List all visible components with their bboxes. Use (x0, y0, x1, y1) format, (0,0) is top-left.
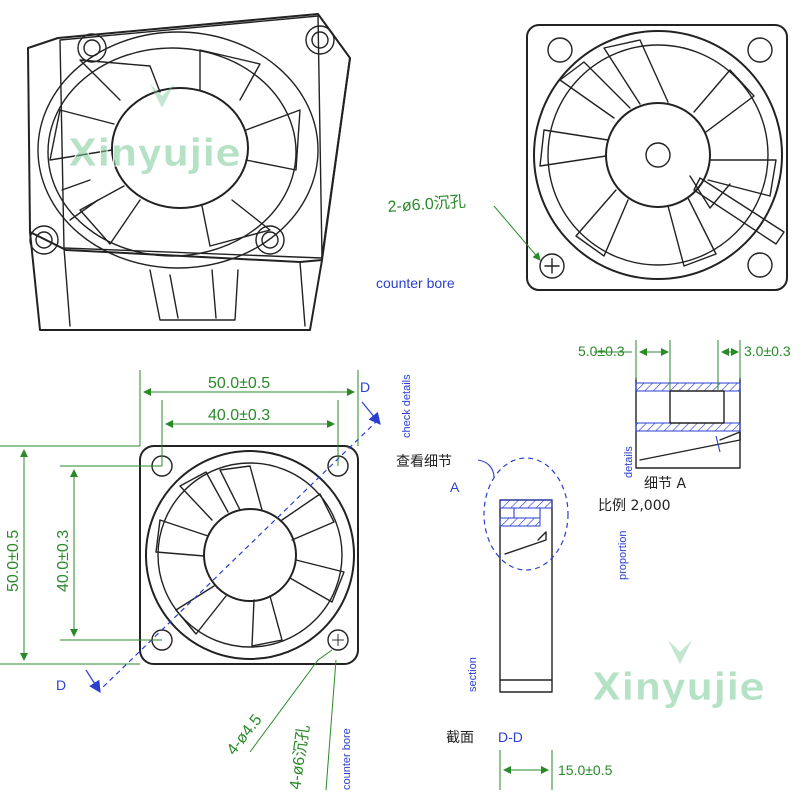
check-details-label: check details (401, 374, 413, 438)
dim-outer-width: 50.0±0.5 (208, 375, 270, 392)
detail-letter: A (450, 479, 460, 495)
top-bore-spec: 2-ø6.0沉孔 (387, 193, 466, 216)
top-bore-label: counter bore (376, 275, 455, 291)
watermark-logo-bottom: Xinyujie (592, 640, 766, 710)
isometric-fan-view (27, 13, 351, 331)
dim-outer-height: 50.0±0.5 (5, 530, 22, 592)
detail-title: 细节 A (644, 476, 686, 492)
section-mark-top: D (360, 379, 370, 395)
check-details-cn: 查看细节 (396, 454, 452, 470)
counter-bore-hole-icon (539, 253, 565, 279)
section-label: section (467, 657, 479, 692)
details-label: details (623, 446, 635, 478)
detail-dim-right: 3.0±0.3 (744, 343, 791, 359)
watermark-text-top: Xinyujie (68, 131, 241, 175)
section-mark-bottom: D (56, 677, 66, 693)
watermark-text-bottom: Xinyujie (592, 665, 765, 709)
holes-spec: 4-ø4.5 (224, 711, 266, 758)
dim-inner-width: 40.0±0.3 (208, 407, 270, 424)
front-fan-view (526, 24, 788, 291)
section-cn: 截面 (446, 730, 474, 746)
section-name: D-D (498, 729, 523, 745)
proportion-cn: 比例 2,000 (598, 498, 671, 514)
proportion-label: proportion (617, 530, 629, 580)
section-view (499, 499, 553, 693)
detail-a-view (635, 377, 741, 469)
bores-label: counter bore (341, 728, 353, 790)
dim-inner-height: 40.0±0.3 (55, 530, 72, 592)
dimensioned-fan-view (139, 445, 359, 665)
detail-dim-left: 5.0±0.3 (578, 343, 625, 359)
dim-thickness: 15.0±0.5 (558, 762, 613, 778)
watermark-logo-top: Xinyujie (68, 84, 242, 176)
bores-spec: 4-ø6沉孔 (286, 724, 313, 791)
